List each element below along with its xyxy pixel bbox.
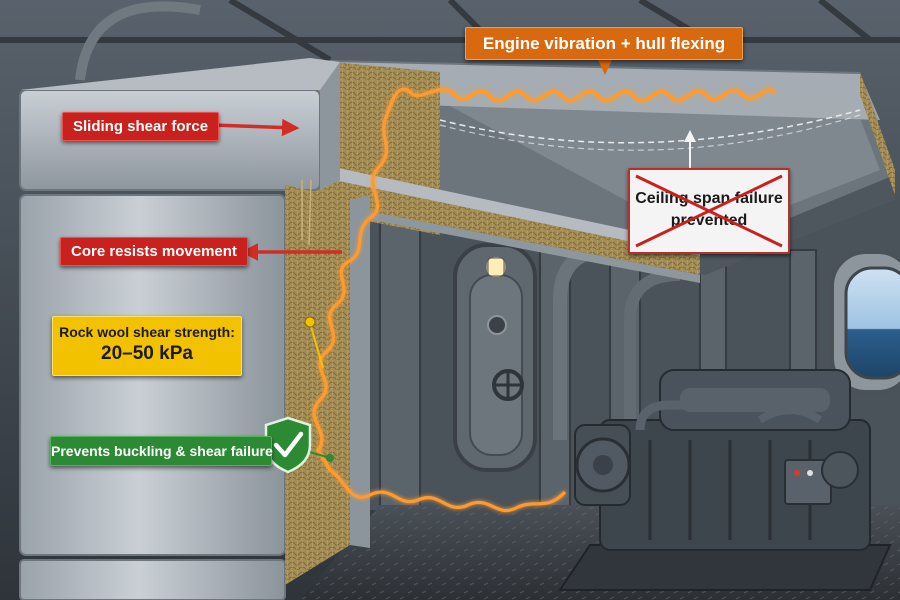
shear-strength-title: Rock wool shear strength:	[53, 324, 241, 340]
wall-lamp	[486, 257, 506, 277]
shear-strength-label: Rock wool shear strength: 20–50 kPa	[52, 316, 242, 376]
ceiling-failure-box: Ceiling span failure prevented	[628, 168, 790, 254]
shear-force-label: Sliding shear force	[62, 112, 219, 141]
red-x-cross-icon	[630, 170, 788, 252]
top-vibration-label: Engine vibration + hull flexing	[465, 27, 743, 60]
watertight-door	[455, 245, 535, 470]
shear-strength-value: 20–50 kPa	[53, 343, 241, 365]
core-resists-label: Core resists movement	[60, 237, 248, 266]
vertical-rock-wool-core	[285, 185, 350, 585]
strength-pointer-dot	[305, 317, 315, 327]
prevents-failure-label: Prevents buckling & shear failure	[50, 436, 272, 466]
